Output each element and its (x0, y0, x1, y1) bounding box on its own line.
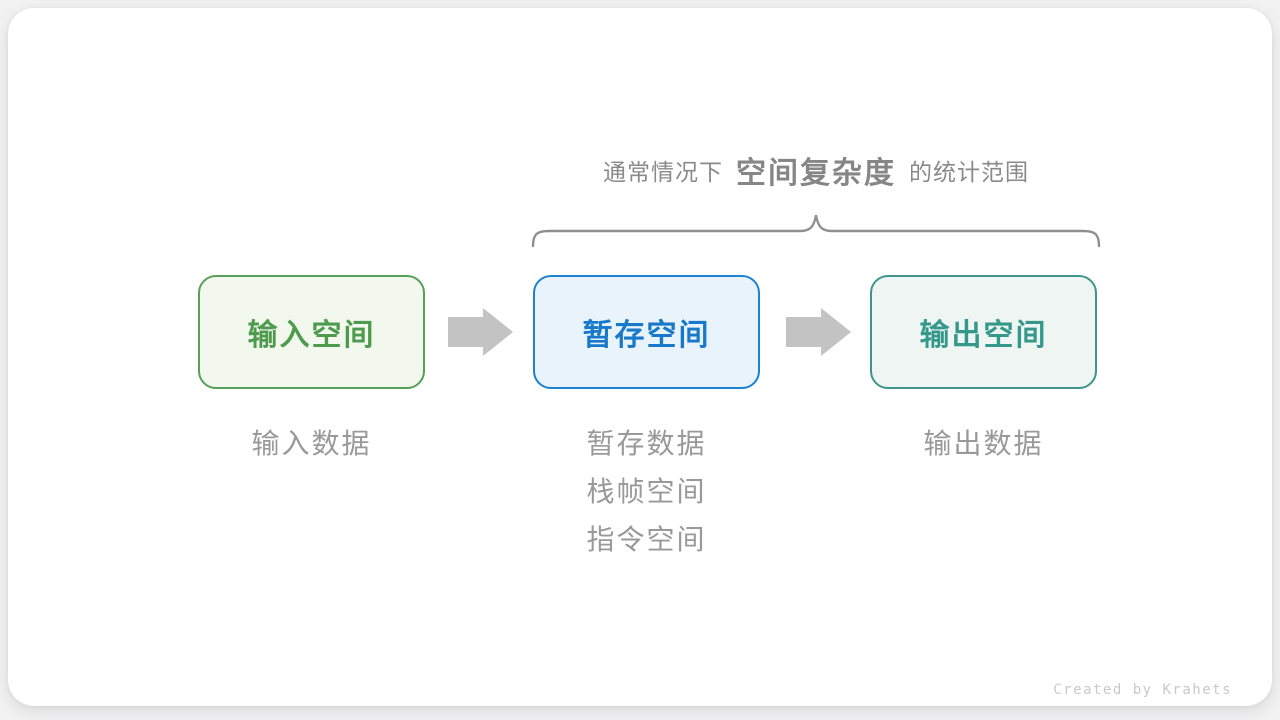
temp-space-box: 暂存空间 (533, 275, 760, 389)
output-notes-column: 输出数据 (870, 418, 1097, 466)
caption-prefix: 通常情况下 (603, 159, 723, 185)
input-notes-column: 输入数据 (198, 418, 425, 466)
input-space-box: 输入空间 (198, 275, 425, 389)
caption-highlight: 空间复杂度 (736, 157, 896, 190)
temp-notes-column: 暂存数据 栈帧空间 指令空间 (533, 418, 760, 562)
diagram-caption: 通常情况下 空间复杂度 的统计范围 (533, 144, 1099, 196)
note-item: 输入数据 (251, 428, 372, 459)
caption-suffix: 的统计范围 (909, 159, 1029, 185)
arrow-right-icon (786, 308, 851, 356)
arrow-right-icon (448, 308, 513, 356)
note-item: 指令空间 (586, 524, 707, 555)
note-item: 栈帧空间 (586, 476, 707, 507)
input-space-label: 输入空间 (247, 319, 376, 352)
credit-text: Created by Krahets (1053, 682, 1232, 698)
coverage-brace-icon (531, 214, 1101, 248)
output-space-label: 输出空间 (919, 319, 1048, 352)
note-item: 输出数据 (923, 428, 1044, 459)
canvas-card: 通常情况下 空间复杂度 的统计范围 输入空间 暂存空间 输出空间 输入数据 暂存… (8, 8, 1272, 706)
temp-space-label: 暂存空间 (582, 319, 711, 352)
output-space-box: 输出空间 (870, 275, 1097, 389)
note-item: 暂存数据 (586, 428, 707, 459)
